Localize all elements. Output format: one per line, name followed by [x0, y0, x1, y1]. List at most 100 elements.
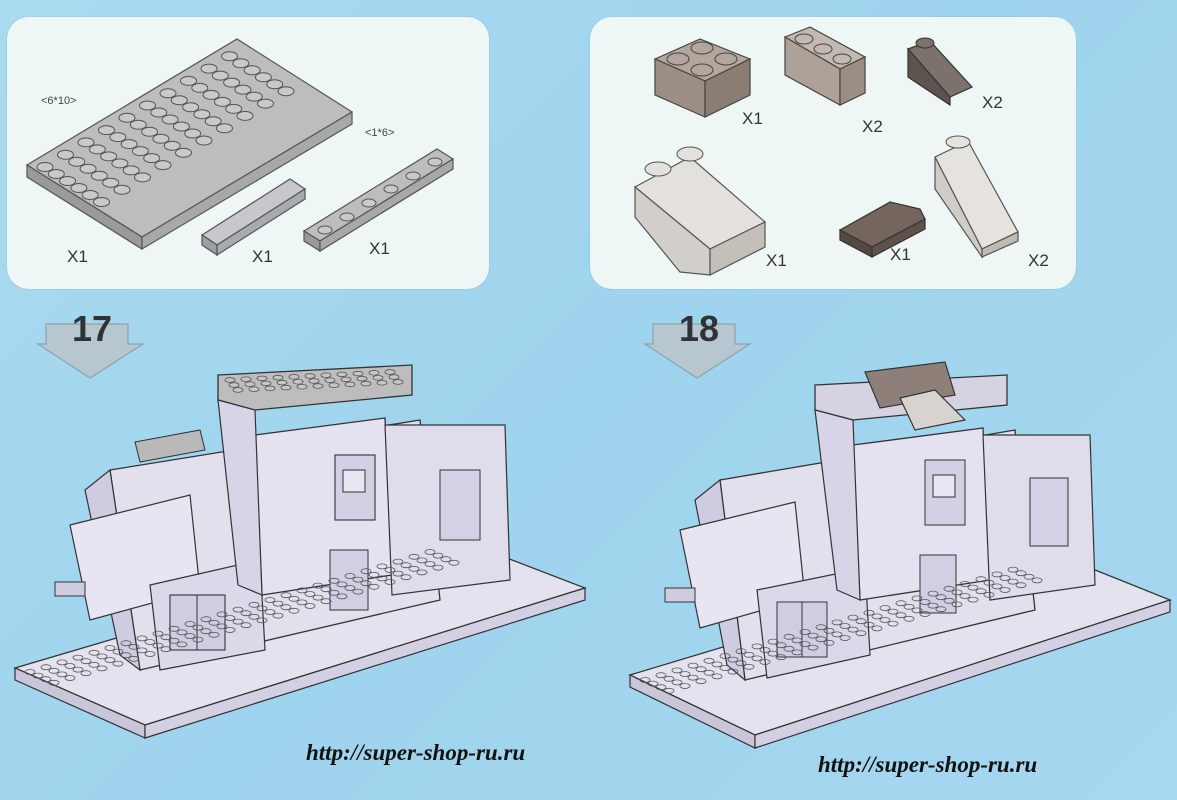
stud — [266, 79, 284, 90]
stud — [141, 126, 159, 137]
stud — [312, 383, 324, 389]
stud — [975, 588, 987, 595]
stud — [232, 606, 244, 613]
stud — [432, 564, 444, 571]
stud — [72, 666, 84, 673]
stud — [81, 190, 99, 200]
stud — [663, 687, 675, 694]
stud — [336, 581, 348, 588]
stud — [416, 557, 428, 564]
stud — [360, 580, 372, 587]
stud — [975, 576, 987, 583]
stud — [983, 591, 995, 598]
stud — [168, 625, 180, 632]
qty-brick-1x3: X2 — [862, 117, 883, 136]
stud — [320, 598, 332, 605]
stud — [245, 91, 263, 102]
stud — [193, 109, 211, 120]
stud — [1015, 582, 1027, 589]
stud — [927, 602, 939, 609]
qty-slope-dark: X2 — [982, 93, 1003, 112]
stud — [24, 669, 36, 675]
stud — [871, 613, 883, 620]
stud — [304, 591, 316, 597]
stud — [254, 72, 272, 83]
stud — [228, 382, 240, 388]
stud — [360, 568, 372, 575]
stud — [871, 625, 883, 632]
stud — [388, 374, 400, 380]
stud — [336, 371, 348, 378]
stud — [352, 370, 364, 377]
stud — [72, 654, 84, 661]
stud — [783, 633, 795, 640]
stud — [288, 607, 300, 614]
stud — [719, 653, 731, 659]
qty-wedge-dark: X1 — [890, 245, 911, 264]
stud — [911, 595, 923, 602]
stud — [216, 611, 228, 618]
stud — [184, 128, 202, 139]
parts-panel-step-18: X1 X2 X2 X1 X1 X2 — [590, 17, 1076, 289]
stud — [59, 176, 77, 186]
stud — [98, 125, 115, 136]
stud — [150, 107, 168, 118]
stud — [935, 594, 947, 601]
stud — [248, 386, 260, 392]
stud — [180, 75, 197, 86]
stud — [144, 651, 156, 657]
stud — [232, 618, 244, 625]
stud — [213, 96, 231, 107]
stud — [815, 636, 827, 643]
stud — [113, 184, 131, 195]
stud — [264, 385, 276, 392]
stud — [70, 183, 88, 193]
stud — [408, 553, 420, 560]
stud — [647, 680, 659, 687]
stud — [264, 609, 276, 615]
stud — [280, 384, 292, 391]
stud — [192, 624, 204, 631]
step-17-badge: 17 — [35, 308, 146, 388]
stud — [863, 621, 875, 628]
stud — [432, 552, 444, 559]
stud — [416, 569, 428, 576]
stud — [47, 169, 65, 179]
stud — [40, 676, 52, 683]
stud — [895, 600, 907, 607]
stud — [200, 628, 212, 635]
stud — [223, 77, 241, 88]
stud — [743, 651, 755, 658]
stud — [256, 605, 268, 612]
stud — [224, 615, 236, 621]
stud — [400, 562, 412, 569]
stud — [195, 135, 213, 146]
stud — [296, 587, 308, 594]
stud — [991, 583, 1003, 590]
stud — [256, 617, 268, 624]
stud — [136, 647, 148, 654]
stud — [320, 372, 332, 378]
stud — [863, 609, 875, 616]
stud — [272, 612, 284, 619]
stud — [160, 634, 172, 641]
stud — [384, 567, 396, 573]
stud — [109, 132, 127, 143]
stud — [248, 613, 260, 620]
stud — [991, 571, 1003, 578]
stud — [424, 561, 436, 567]
stud — [791, 637, 803, 644]
stud — [983, 579, 995, 586]
stud — [324, 377, 336, 383]
stud — [304, 373, 316, 379]
stud — [216, 623, 228, 630]
qty-plate-1x6: X1 — [369, 239, 390, 258]
stud — [308, 378, 320, 384]
stud — [655, 672, 667, 679]
stud — [376, 563, 388, 570]
stud — [88, 649, 100, 656]
stud — [232, 58, 250, 69]
stud — [711, 661, 723, 668]
stud — [959, 581, 971, 587]
stud — [56, 659, 68, 666]
